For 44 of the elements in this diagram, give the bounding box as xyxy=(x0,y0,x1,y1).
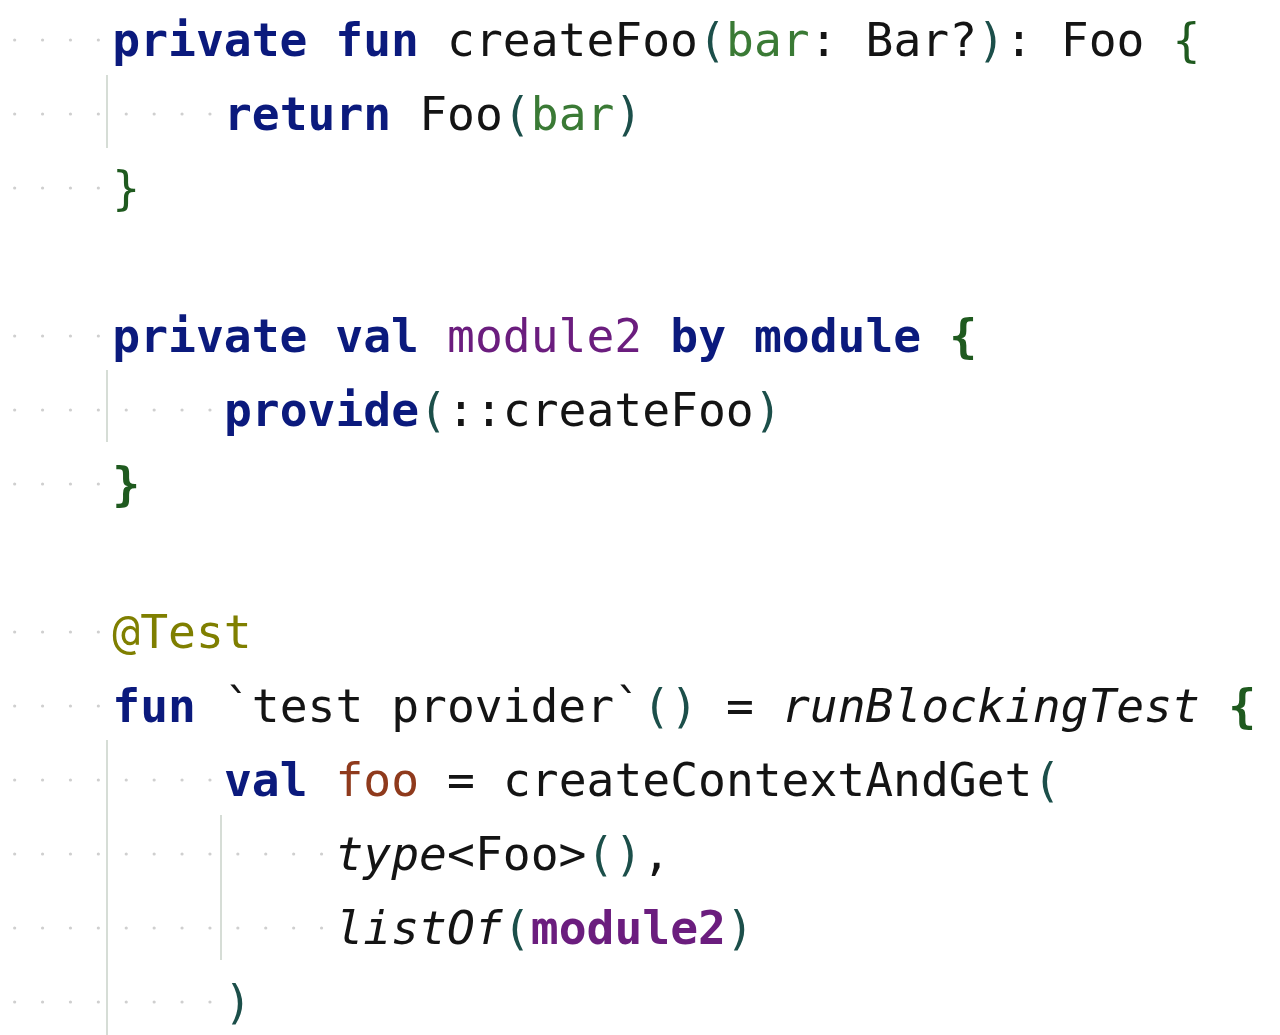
brace: } xyxy=(112,456,141,513)
keyword: private val xyxy=(112,308,419,365)
parenthesis: ) xyxy=(223,974,252,1031)
brace: { xyxy=(949,308,978,365)
parenthesis: ( xyxy=(698,12,727,69)
parameter-name: bar xyxy=(726,12,810,69)
parenthesis: ) xyxy=(726,900,754,957)
parenthesis: () xyxy=(642,678,699,735)
code-text: runBlockingTest xyxy=(781,678,1200,735)
parenthesis: ( xyxy=(502,86,531,143)
brace: { xyxy=(1172,12,1201,69)
code-text: createFoo xyxy=(447,12,698,69)
code-text: : Bar? xyxy=(809,12,978,69)
code-text: listOf xyxy=(335,900,503,957)
annotation: @Test xyxy=(112,604,252,661)
code-text: type xyxy=(335,826,447,883)
code-text: ::createFoo xyxy=(447,382,754,439)
keyword: private fun xyxy=(112,12,419,69)
parenthesis: ( xyxy=(1033,752,1061,809)
parenthesis: ( xyxy=(419,382,448,439)
keyword: fun xyxy=(112,678,196,735)
code-text: Foo xyxy=(419,86,503,143)
code-text: = xyxy=(447,752,475,809)
property-name: module2 xyxy=(530,900,726,957)
parenthesis: ) xyxy=(614,86,643,143)
parenthesis: ( xyxy=(502,900,531,957)
keyword: by module xyxy=(670,308,922,365)
keyword: return xyxy=(223,86,392,143)
parenthesis: () xyxy=(586,826,643,883)
code-text: , xyxy=(642,826,671,883)
code-text: createContextAndGet xyxy=(502,752,1033,809)
parenthesis: ) xyxy=(977,12,1006,69)
code-text: : Foo xyxy=(1005,12,1145,69)
brace: } xyxy=(112,160,141,217)
parenthesis: ) xyxy=(754,382,782,439)
parameter-name: bar xyxy=(530,86,615,143)
variable-name: foo xyxy=(335,752,420,809)
property-name: module2 xyxy=(447,308,643,365)
code-text: `test provider` xyxy=(223,678,642,735)
code-text: = xyxy=(726,678,754,735)
keyword: val xyxy=(223,752,308,809)
code-text: <Foo> xyxy=(447,826,587,883)
keyword: provide xyxy=(223,382,419,439)
brace: { xyxy=(1228,678,1257,735)
